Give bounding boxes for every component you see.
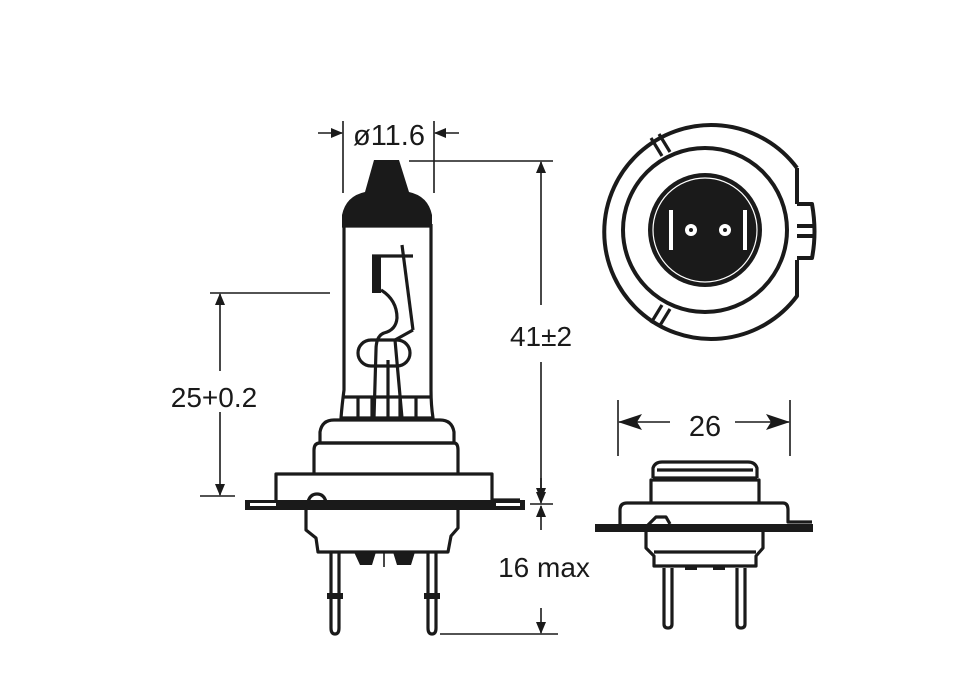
base-step: [274, 472, 520, 502]
inner-ring: [621, 146, 789, 314]
label-light-center: 25+0.2: [171, 382, 257, 413]
end-view: [602, 123, 817, 341]
front-view: 26: [595, 400, 813, 630]
side-view: [245, 160, 525, 636]
lower-base: [304, 510, 460, 554]
connector-pins: [327, 553, 440, 636]
label-overall-height: 41±2: [510, 321, 572, 352]
outer-ring: [602, 123, 799, 341]
dimension-base-width: 26: [617, 400, 791, 456]
bulb-collar: [318, 418, 456, 443]
dimension-overall-height: 41±2: [409, 160, 572, 500]
label-pin-length: 16 max: [498, 552, 590, 583]
reference-flange: [245, 500, 525, 510]
label-diameter: ø11.6: [353, 120, 425, 152]
filament: [356, 244, 415, 419]
bulb-tip-cap: [342, 160, 432, 226]
contact-face: [648, 173, 762, 287]
label-base-width: 26: [689, 411, 721, 443]
dimension-pin-length: 16 max: [440, 478, 590, 635]
locating-tab: [797, 202, 817, 260]
dimension-diameter: ø11.6: [318, 120, 459, 193]
dimension-light-center: 25+0.2: [171, 292, 330, 497]
